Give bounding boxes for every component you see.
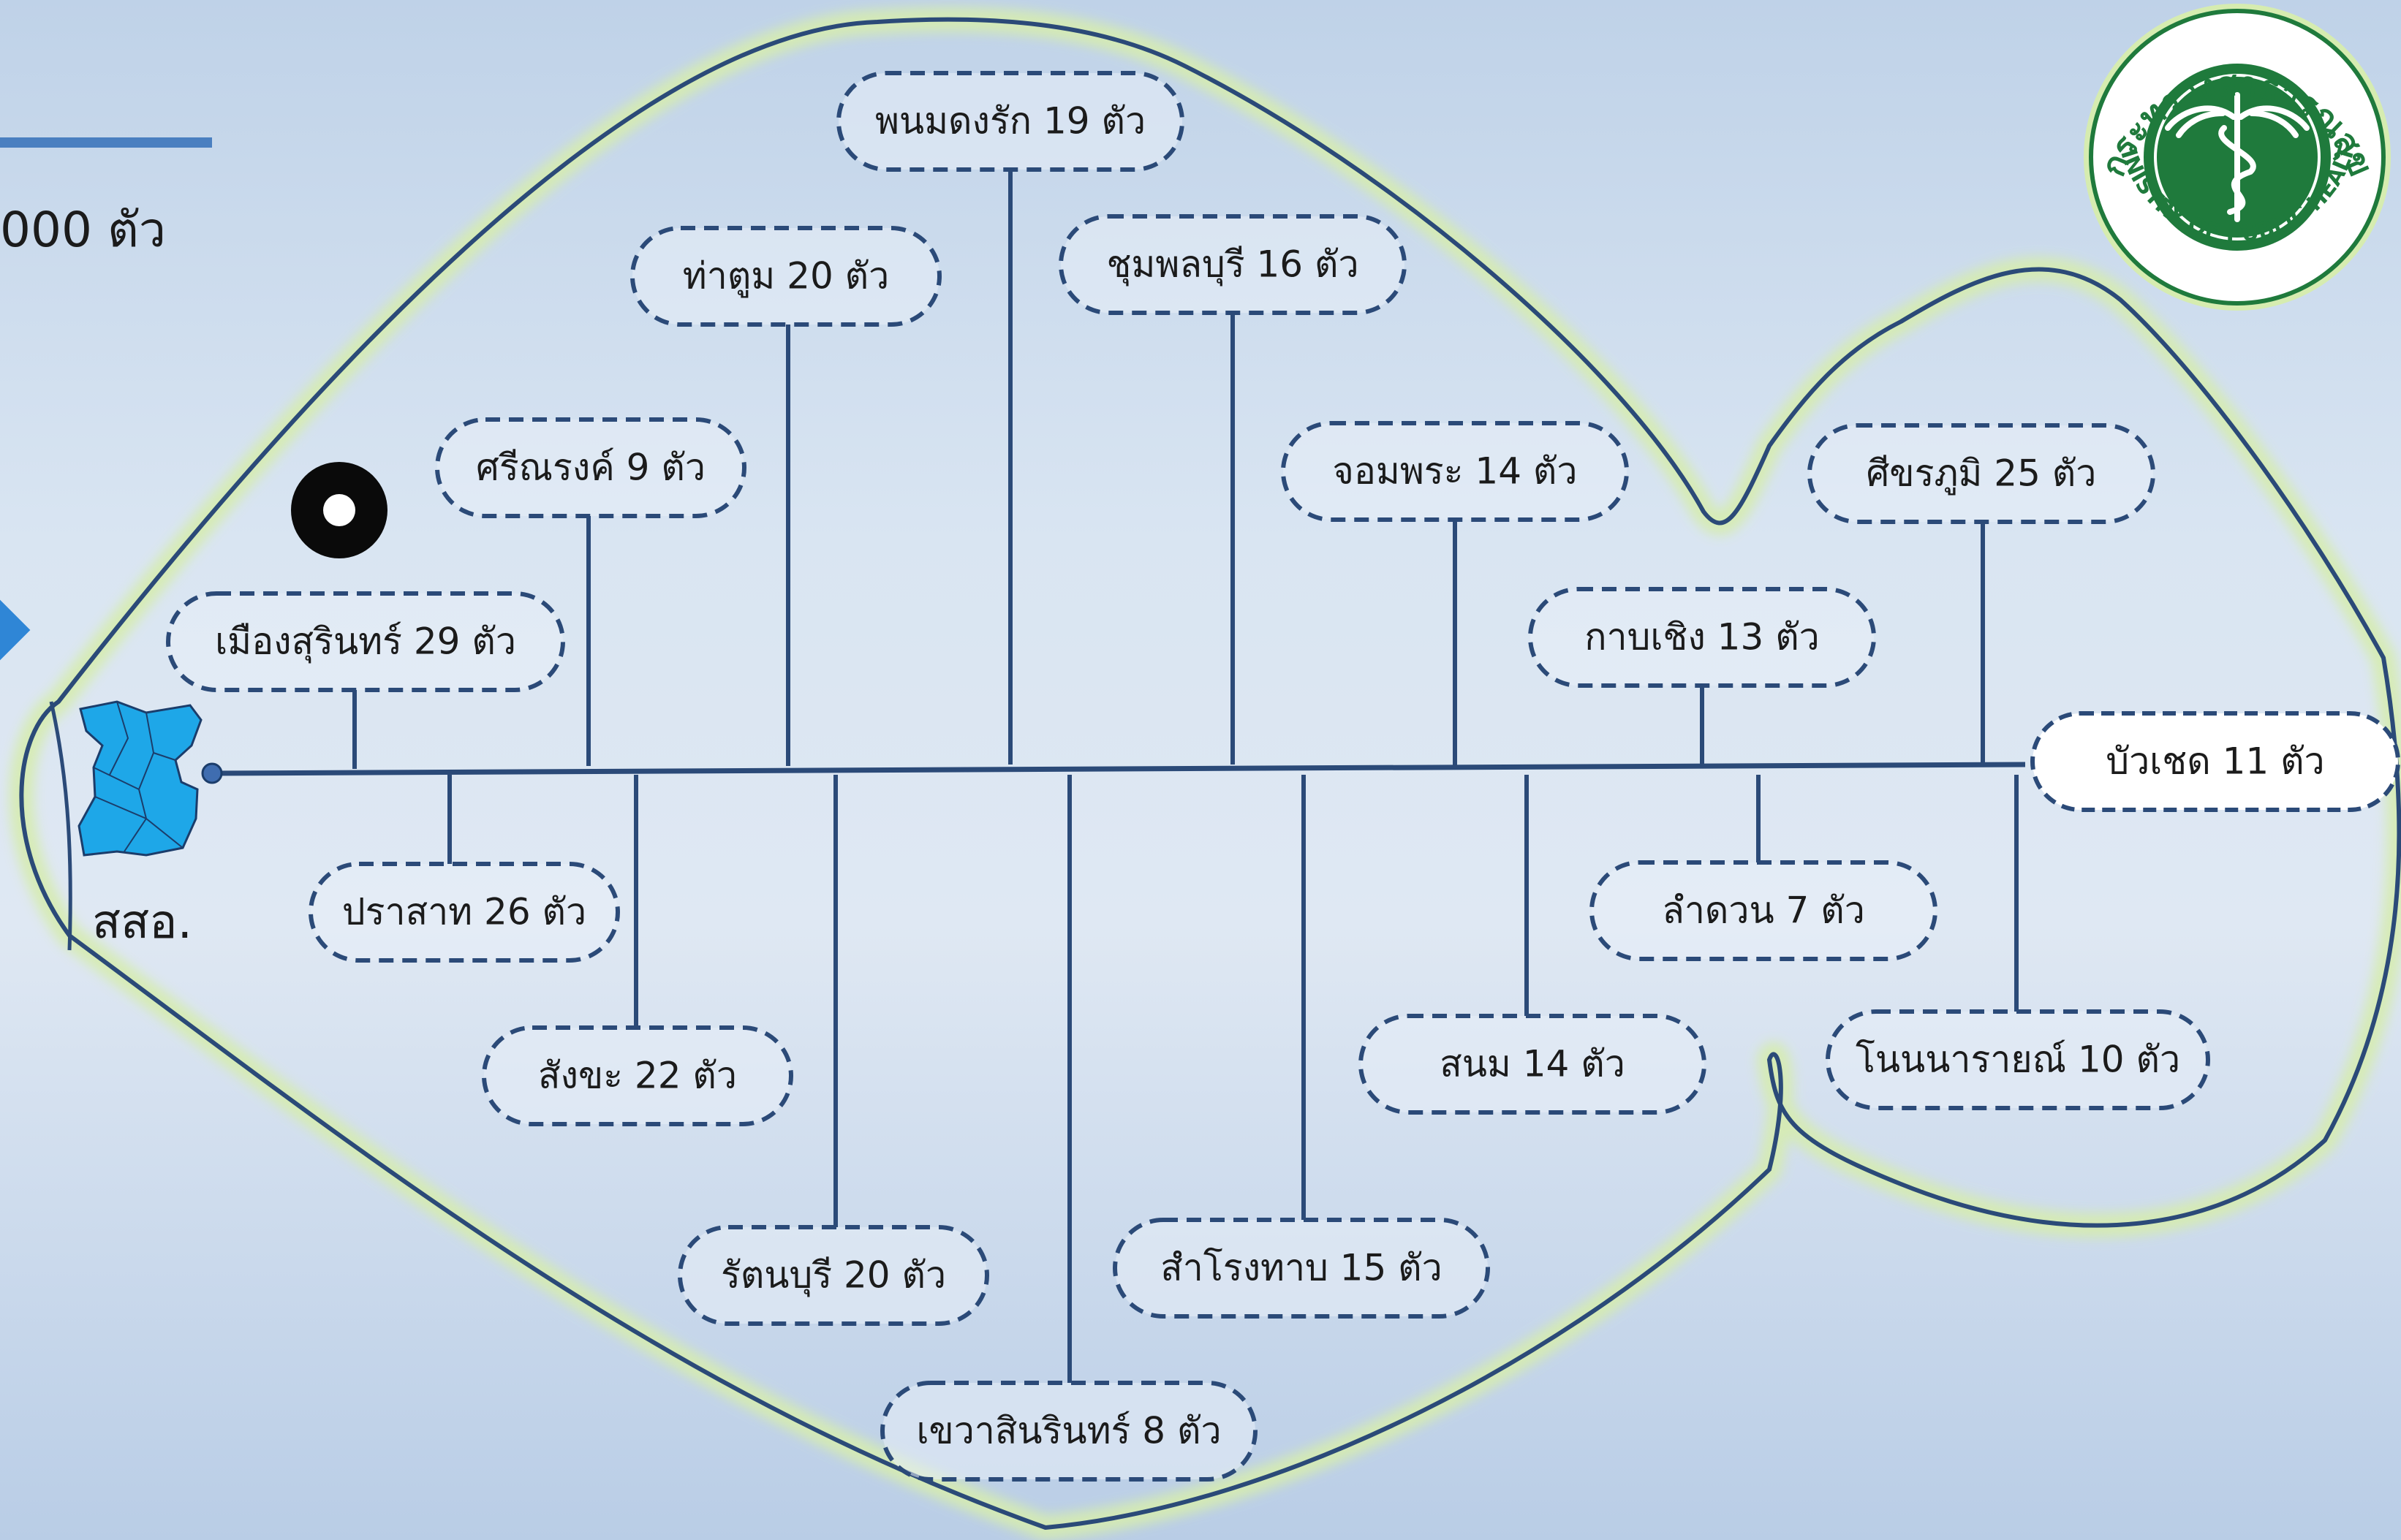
branch-label-bua-chet: บัวเชด 11 ตัว (2106, 740, 2325, 783)
branch-label-chumphon-buri: ชุมพลบุรี 16 ตัว (1106, 243, 1359, 286)
branch-box-kap-choeng (1528, 587, 1876, 688)
branch-box-mueang-surin (166, 591, 565, 692)
branch-label-khwao-sinarin: เขวาสินรินทร์ 8 ตัว (916, 1409, 1222, 1452)
branch-label-lamduan: ลำดวน 7 ตัว (1662, 889, 1865, 932)
branch-box-si-narong (435, 417, 746, 518)
branch-stems (352, 170, 2019, 1383)
branch-box-chumphon-buri (1059, 214, 1407, 315)
branch-box-ratanaburi (678, 1225, 989, 1326)
branch-box-bua-chet (2030, 711, 2400, 812)
branch-label-si-narong: ศรีณรงค์ 9 ตัว (476, 446, 706, 489)
branch-box-sanom (1358, 1014, 1706, 1115)
branch-box-lamduan (1589, 860, 1937, 961)
head-label: สสอ. (92, 895, 192, 949)
fish-eye (291, 462, 387, 558)
branch-label-sangkha: สังขะ 22 ตัว (538, 1054, 737, 1097)
branch-box-tha-tum (630, 226, 942, 327)
branch-label-tha-tum: ท่าตูม 20 ตัว (682, 254, 890, 297)
title-underline (0, 137, 212, 148)
total-count-fragment: 000 ตัว (0, 202, 166, 258)
branch-box-non-narai (1826, 1009, 2210, 1110)
spine-line (213, 762, 2026, 776)
branch-box-prasat (309, 862, 620, 963)
branch-label-kap-choeng: กาบเชิง 13 ตัว (1584, 615, 1820, 659)
branch-box-chom-phra (1281, 421, 1629, 522)
fish-gill-line (49, 701, 72, 951)
branch-label-ratanaburi: รัตนบุรี 20 ตัว (720, 1253, 947, 1297)
province-map (77, 700, 203, 857)
fishbone-spine (201, 762, 2026, 784)
branch-label-non-narai: โนนนารายณ์ 10 ตัว (1855, 1038, 2181, 1081)
caduceus-icon (2165, 92, 2310, 222)
spine-start-dot (201, 762, 223, 784)
branch-box-khwao-sinarin (880, 1381, 1258, 1482)
branch-box-sikhoraphum (1807, 423, 2155, 524)
branch-label-phanom-dong-rak: พนมดงรัก 19 ตัว (874, 99, 1146, 143)
ministry-logo: กระทรวงสาธารณสุข MINISTRY OF PUBLIC HEAL… (2084, 4, 2391, 311)
branch-label-sikhoraphum: ศีขรภูมิ 25 ตัว (1866, 452, 2097, 495)
branch-label-chom-phra: จอมพระ 14 ตัว (1332, 450, 1578, 493)
branch-box-phanom-dong-rak (836, 71, 1184, 172)
branch-label-prasat: ปราสาท 26 ตัว (341, 890, 587, 933)
branch-label-samrong-thap: สำโรงทาบ 15 ตัว (1160, 1246, 1443, 1289)
branch-label-sanom: สนม 14 ตัว (1440, 1042, 1625, 1085)
branch-boxes (166, 71, 2400, 1482)
branch-box-sangkha (482, 1025, 793, 1126)
branch-box-samrong-thap (1113, 1218, 1490, 1319)
branch-label-mueang-surin: เมืองสุรินทร์ 29 ตัว (215, 620, 516, 663)
